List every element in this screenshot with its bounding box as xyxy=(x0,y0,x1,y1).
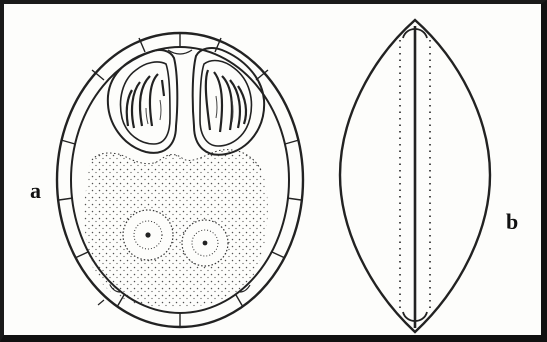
label-a: a xyxy=(30,180,41,202)
nucleus-left xyxy=(123,210,173,260)
label-b: b xyxy=(506,211,518,233)
egg-b xyxy=(340,20,490,332)
right-sac xyxy=(193,48,264,155)
nucleus-right xyxy=(182,220,228,266)
left-sac xyxy=(108,50,177,153)
egg-a xyxy=(57,33,303,327)
